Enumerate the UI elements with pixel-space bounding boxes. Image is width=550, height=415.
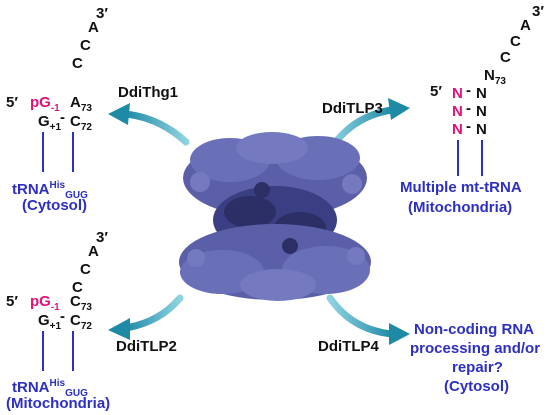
enzyme-label-dditlp2: DdiTLP2 bbox=[116, 338, 177, 355]
n-pink: N bbox=[452, 85, 463, 102]
strand-line bbox=[42, 132, 44, 172]
three-prime-label: 3′ bbox=[96, 5, 108, 22]
n-black: N bbox=[476, 121, 487, 138]
tail-nucleotide: C bbox=[80, 37, 91, 54]
enzyme-label-ddithg1: DdiThg1 bbox=[118, 84, 178, 101]
caption-trna-his: tRNAHisGUG bbox=[12, 180, 88, 201]
arrow-to-bottom-right bbox=[326, 294, 410, 345]
five-prime-label: 5′ bbox=[6, 293, 18, 310]
tail-nucleotide: C bbox=[72, 55, 83, 72]
protein-structure bbox=[179, 132, 371, 301]
caption-noncoding-rna: Non-coding RNA bbox=[414, 321, 534, 338]
caption-location: (Mitochondria) bbox=[408, 199, 513, 216]
strand-line bbox=[457, 140, 459, 176]
pg-minus1: pG-1 bbox=[30, 293, 60, 313]
caption-location: (Mitochondria) bbox=[6, 395, 111, 412]
arrow-to-bottom-left bbox=[108, 294, 184, 340]
n-black: N bbox=[476, 85, 487, 102]
c72: C72 bbox=[70, 312, 92, 332]
caption-multiple-mt-trna: Multiple mt-tRNA bbox=[400, 179, 522, 196]
enzyme-label-dditlp3: DdiTLP3 bbox=[322, 100, 383, 117]
base-pair-dash: - bbox=[466, 100, 471, 117]
tail-nucleotide: C bbox=[72, 279, 83, 296]
strand-line bbox=[72, 132, 74, 172]
caption-repair: repair? bbox=[452, 359, 503, 376]
tail-nucleotide: A bbox=[88, 243, 99, 260]
n73: N73 bbox=[484, 67, 506, 87]
arrow-to-top-left bbox=[108, 103, 190, 146]
n-black: N bbox=[476, 103, 487, 120]
tail-nucleotide: A bbox=[88, 19, 99, 36]
three-prime-label: 3′ bbox=[96, 229, 108, 246]
three-prime-label: 3′ bbox=[532, 3, 544, 20]
a73: A73 bbox=[70, 94, 92, 114]
c72: C72 bbox=[70, 113, 92, 133]
five-prime-label: 5′ bbox=[6, 94, 18, 111]
pg-minus1: pG-1 bbox=[30, 94, 60, 114]
caption-location: (Cytosol) bbox=[22, 197, 87, 214]
base-pair-dash: - bbox=[60, 109, 65, 126]
strand-line bbox=[72, 331, 74, 371]
g-plus1: G+1 bbox=[38, 113, 62, 133]
tail-nucleotide: C bbox=[500, 49, 511, 66]
enzyme-label-dditlp4: DdiTLP4 bbox=[318, 338, 379, 355]
base-pair-dash: - bbox=[466, 118, 471, 135]
caption-trna-his: tRNAHisGUG bbox=[12, 378, 88, 399]
base-pair-dash: - bbox=[60, 308, 65, 325]
tail-nucleotide: A bbox=[520, 17, 531, 34]
tail-nucleotide: C bbox=[510, 33, 521, 50]
n-pink: N bbox=[452, 103, 463, 120]
strand-line bbox=[42, 331, 44, 371]
strand-line bbox=[481, 140, 483, 176]
g-plus1: G+1 bbox=[38, 312, 62, 332]
base-pair-dash: - bbox=[466, 82, 471, 99]
caption-location: (Cytosol) bbox=[444, 378, 509, 395]
n-pink: N bbox=[452, 121, 463, 138]
c73: C73 bbox=[70, 293, 92, 313]
tail-nucleotide: C bbox=[80, 261, 91, 278]
caption-processing: processing and/or bbox=[410, 340, 541, 357]
five-prime-label: 5′ bbox=[430, 83, 442, 100]
